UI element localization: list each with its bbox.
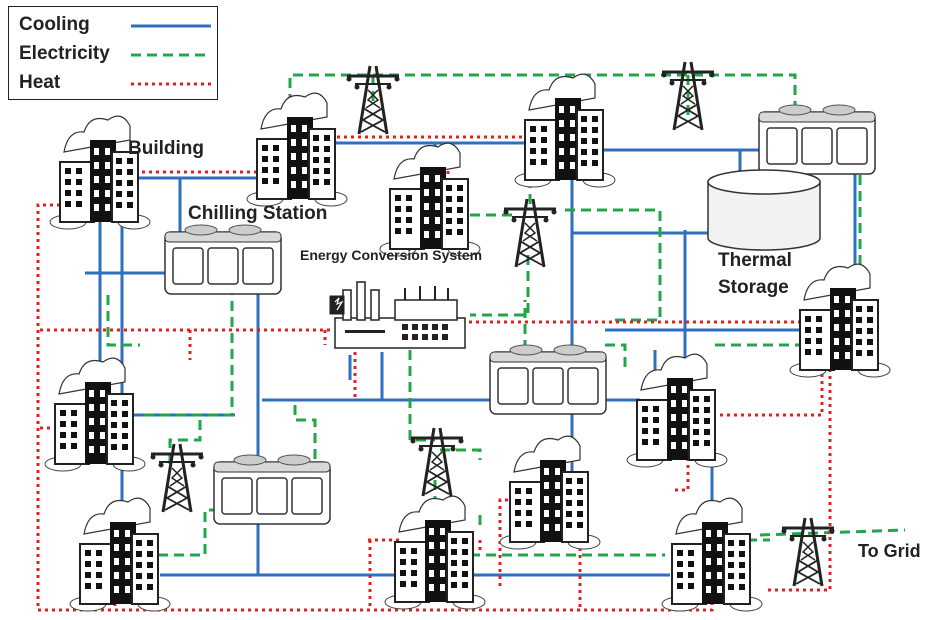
transmission-tower-icon	[780, 516, 836, 588]
legend: Cooling Electricity Heat	[8, 6, 218, 100]
building-icon	[661, 497, 763, 612]
legend-label-heat: Heat	[19, 72, 61, 93]
to-grid-label: To Grid	[858, 541, 921, 561]
building-icon	[44, 357, 146, 472]
transmission-tower-icon	[409, 426, 465, 498]
legend-label-electricity: Electricity	[19, 43, 110, 64]
building-icon	[246, 92, 348, 207]
building-icon	[49, 115, 151, 230]
thermal-storage-label: Thermal Storage	[718, 250, 792, 298]
building-icon	[789, 263, 891, 378]
building-icon	[384, 495, 486, 610]
building-icon	[514, 73, 616, 188]
building-icon	[499, 435, 601, 550]
transmission-tower-icon	[502, 197, 558, 269]
legend-label-cooling: Cooling	[19, 14, 90, 35]
power-plant-icon	[329, 281, 466, 349]
energy-conversion-label: Energy Conversion System	[300, 247, 483, 263]
chiller-unit-icon	[213, 454, 331, 525]
chiller-unit-icon	[758, 104, 876, 175]
building-icon	[379, 142, 481, 257]
building-label: Building	[128, 138, 204, 159]
building-icon	[69, 497, 171, 612]
chiller-unit-icon	[489, 344, 607, 415]
thermal-storage-tank-icon	[707, 169, 821, 251]
legend-swatch-heat	[131, 82, 211, 86]
transmission-tower-icon	[149, 442, 205, 514]
chilling-station-label: Chilling Station	[188, 203, 328, 224]
chiller-unit-icon	[164, 224, 282, 295]
building-icon	[626, 353, 728, 468]
legend-swatch-cooling	[131, 24, 211, 28]
legend-swatch-electricity	[131, 53, 211, 57]
